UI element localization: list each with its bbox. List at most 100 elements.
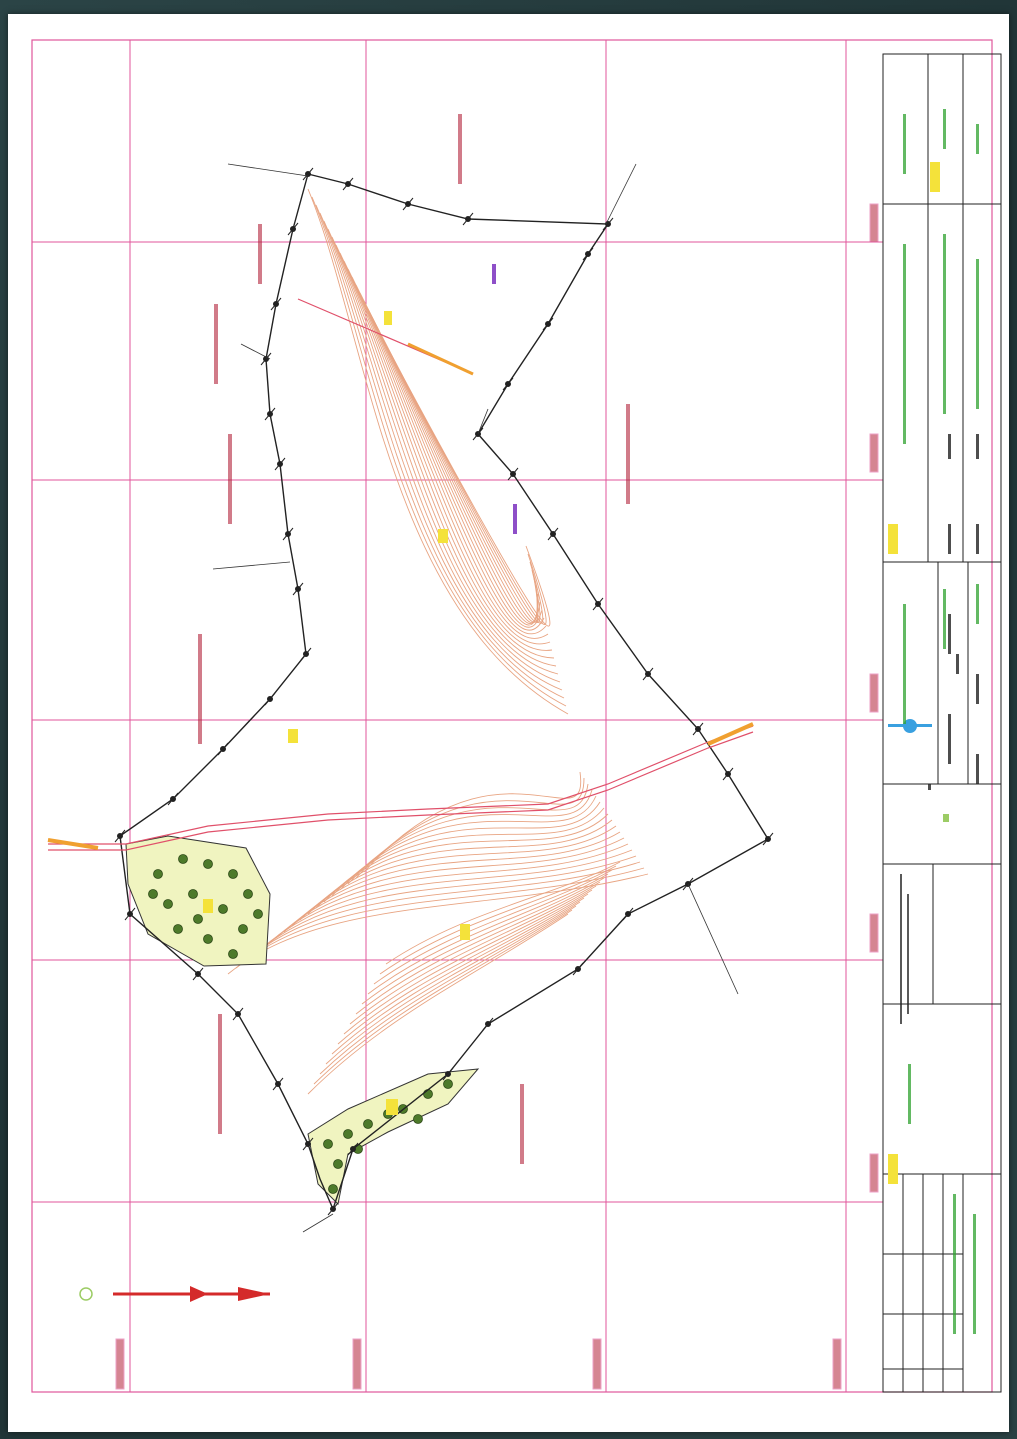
survey-tick bbox=[507, 467, 519, 481]
contour-line bbox=[275, 837, 625, 939]
title-block-text-dark bbox=[956, 654, 959, 674]
title-block-fills bbox=[888, 162, 949, 1184]
tree-symbol-icon bbox=[253, 909, 263, 919]
tree-symbol-icon bbox=[228, 869, 238, 879]
contour-line bbox=[235, 867, 645, 969]
survey-tick bbox=[232, 1007, 244, 1021]
tree-symbols-north bbox=[148, 854, 263, 959]
survey-tick bbox=[602, 217, 614, 231]
survey-tick bbox=[274, 457, 286, 471]
vegetation-area-north bbox=[125, 835, 271, 967]
survey-tick bbox=[124, 907, 136, 921]
contour-line bbox=[283, 831, 621, 933]
contour-line bbox=[251, 855, 637, 957]
internal-path bbox=[297, 298, 474, 376]
neighbor-parcel-label bbox=[258, 224, 262, 284]
contour-line bbox=[267, 843, 629, 945]
title-block-text-dark bbox=[928, 784, 931, 790]
title-block-text bbox=[943, 589, 946, 649]
contour-line bbox=[343, 889, 593, 1035]
contour-line bbox=[319, 905, 577, 1075]
contour-line bbox=[331, 236, 557, 667]
tree-symbol-icon bbox=[238, 924, 248, 934]
tree-symbol-icon bbox=[163, 899, 173, 909]
tree-symbol-icon bbox=[413, 1114, 423, 1124]
drawing-sheet[interactable] bbox=[8, 14, 1009, 1432]
contour-line bbox=[367, 873, 609, 995]
neighbor-parcel-label bbox=[228, 434, 232, 524]
survey-tick bbox=[582, 247, 594, 261]
tree-symbol-icon bbox=[443, 1079, 453, 1089]
survey-tick bbox=[572, 962, 584, 976]
tree-symbol-icon bbox=[323, 1139, 333, 1149]
contour-line bbox=[307, 913, 569, 1095]
tree-symbol-icon bbox=[328, 1184, 338, 1194]
scale-bar bbox=[900, 874, 909, 1024]
highlight-marks bbox=[203, 311, 470, 1115]
tree-symbol-icon bbox=[203, 859, 213, 869]
contour-line bbox=[363, 300, 541, 626]
purple-annotations bbox=[492, 264, 517, 534]
contour-line bbox=[375, 324, 539, 623]
survey-tick bbox=[300, 647, 312, 661]
survey-tick bbox=[482, 1017, 494, 1031]
tree-symbol-icon bbox=[423, 1089, 433, 1099]
neighbor-parcel-label bbox=[214, 304, 218, 384]
contour-line bbox=[243, 861, 641, 963]
title-block-text bbox=[943, 234, 946, 414]
grid-coordinate-label bbox=[869, 913, 879, 953]
contour-line bbox=[391, 356, 551, 627]
survey-tick bbox=[272, 1077, 284, 1091]
contour-line bbox=[359, 292, 543, 628]
contour-line bbox=[361, 877, 605, 1005]
survey-tick bbox=[167, 792, 179, 806]
contour-line bbox=[325, 901, 581, 1065]
survey-tick bbox=[282, 527, 294, 541]
tree-symbol-icon bbox=[188, 889, 198, 899]
survey-tick bbox=[402, 197, 414, 211]
contour-line bbox=[331, 897, 585, 1055]
grid-coordinate-label bbox=[869, 433, 879, 473]
title-block-text-dark bbox=[976, 754, 979, 784]
tree-symbol-icon bbox=[363, 1119, 373, 1129]
title-block-text-dark bbox=[976, 434, 979, 459]
grid-coordinate-label bbox=[869, 203, 879, 243]
contour-line bbox=[347, 783, 589, 885]
contour-line bbox=[339, 252, 553, 651]
neighbor-parcel-label bbox=[520, 1084, 524, 1164]
contour-line bbox=[331, 795, 597, 897]
survey-tick bbox=[260, 352, 272, 366]
contour-line bbox=[315, 204, 565, 699]
contour-line bbox=[355, 777, 585, 879]
survey-tick bbox=[762, 832, 774, 846]
title-block bbox=[882, 53, 1002, 1393]
compass-logo-icon bbox=[888, 719, 932, 733]
contour-line bbox=[259, 849, 633, 951]
tree-symbol-icon bbox=[173, 924, 183, 934]
contour-line bbox=[299, 819, 613, 921]
contour-line bbox=[337, 893, 589, 1045]
tree-symbol-icon bbox=[218, 904, 228, 914]
contour-line bbox=[355, 881, 601, 1015]
contour-line bbox=[373, 869, 613, 985]
survey-tick bbox=[502, 377, 514, 391]
neighbor-parcel-label bbox=[198, 634, 202, 744]
tree-symbol-icon bbox=[343, 1129, 353, 1139]
survey-tick bbox=[114, 829, 126, 843]
boundary-survey-points bbox=[114, 167, 774, 1216]
title-block-text-dark bbox=[948, 614, 951, 654]
grid-coordinate-label bbox=[869, 1153, 879, 1193]
contour-line bbox=[355, 284, 545, 631]
contour-line bbox=[367, 308, 539, 624]
title-block-text bbox=[903, 604, 906, 724]
tree-symbol-icon bbox=[193, 914, 203, 924]
contour-line bbox=[291, 825, 617, 927]
contour-line bbox=[307, 188, 569, 715]
contour-line bbox=[311, 196, 567, 707]
survey-tick bbox=[264, 407, 276, 421]
north-arrow-icon bbox=[79, 1286, 270, 1302]
grid-coordinate-label bbox=[869, 673, 879, 713]
contour-line bbox=[335, 244, 555, 659]
contour-line bbox=[347, 268, 549, 639]
title-block-text bbox=[976, 259, 979, 409]
